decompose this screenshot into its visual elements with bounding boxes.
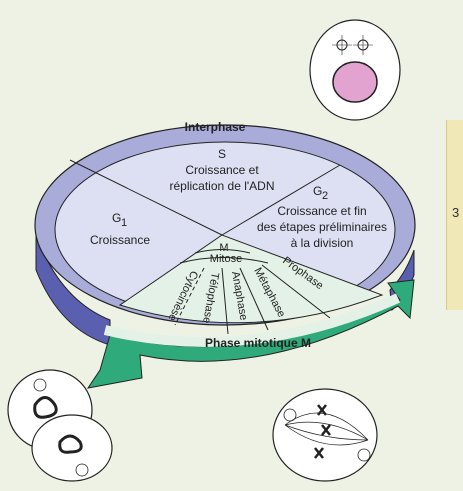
label-g2-line3: à la division	[291, 236, 354, 250]
label-interphase: Interphase	[185, 120, 246, 134]
divider-g1-s	[69, 159, 223, 236]
side-number: 3	[452, 205, 460, 220]
label-mitose: Mitose	[210, 253, 242, 265]
label-g2-sub: 2	[322, 190, 328, 202]
label-g1-line1: Croissance	[90, 233, 150, 247]
mitotic-sector	[118, 234, 384, 324]
m-arc	[194, 249, 251, 254]
label-g2-line2: des étapes préliminaires	[257, 220, 387, 234]
label-g2-line1: Croissance et fin	[277, 204, 366, 218]
side-margin-strip	[446, 120, 463, 310]
div-pro-meta	[261, 264, 331, 319]
mitotic-arrow-top	[103, 293, 401, 347]
div-meta-ana	[239, 267, 269, 331]
label-s-letter: S	[218, 147, 226, 161]
label-g1-letter: G	[112, 211, 121, 225]
label-s-line1: Croissance et	[185, 163, 259, 177]
label-m: M	[219, 242, 228, 254]
label-phase-mitotique: Phase mitotique M	[205, 336, 311, 350]
label-g2-letter: G	[313, 184, 322, 198]
divider-s-g2	[221, 164, 341, 236]
mitose-arc	[179, 257, 269, 264]
cell-telophase-sketch	[7, 369, 113, 482]
label-g1-sub: 1	[121, 217, 127, 229]
div-ana-telo	[221, 267, 229, 335]
nucleus-sketch	[332, 61, 378, 103]
label-s-line2: réplication de l'ADN	[169, 179, 274, 193]
cell-metaphase-sketch	[272, 388, 378, 482]
cell-interphase-sketch	[309, 19, 401, 121]
div-telo-cyto	[174, 267, 205, 326]
